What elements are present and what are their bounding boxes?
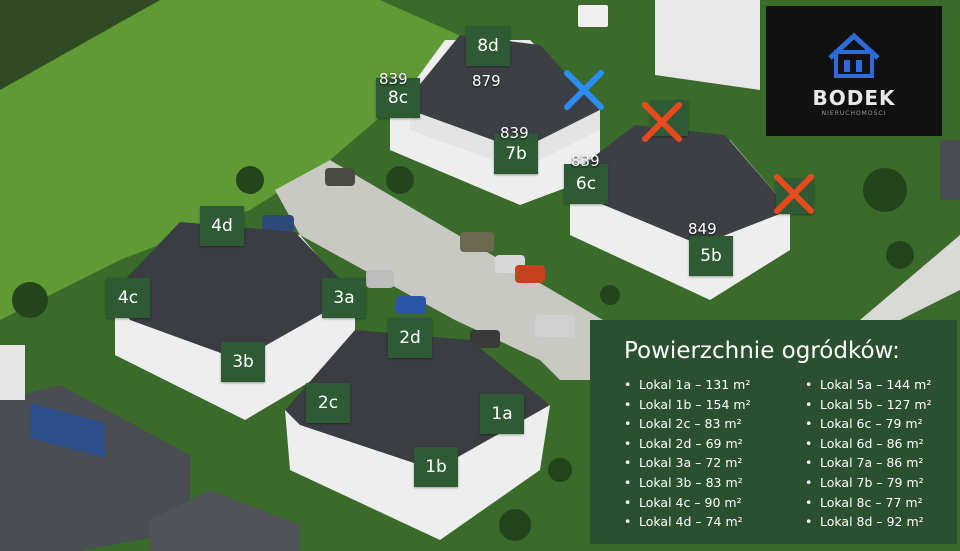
unit-label-8c[interactable]: 8c (376, 78, 420, 118)
building-2-1 (285, 330, 550, 540)
garden-area-panel: Powierzchnie ogródków: Lokal 1a – 131 m²… (590, 320, 957, 544)
list-item: Lokal 4c – 90 m² (624, 493, 751, 513)
price-5b: 849 (688, 220, 717, 238)
list-item: Lokal 8d – 92 m² (805, 512, 932, 532)
price-6c: 839 (571, 152, 600, 170)
list-item: Lokal 4d – 74 m² (624, 512, 751, 532)
brand-name: BODEK (812, 86, 896, 110)
garden-list-right: Lokal 5a – 144 m² Lokal 5b – 127 m² Loka… (805, 375, 932, 532)
list-item: Lokal 8c – 77 m² (805, 493, 932, 513)
unit-label-5b[interactable]: 5b (689, 236, 733, 276)
price-8d: 879 (472, 72, 501, 90)
unit-label-2d[interactable]: 2d (388, 318, 432, 358)
parked-cars (262, 5, 608, 348)
list-item: Lokal 1a – 131 m² (624, 375, 751, 395)
list-item: Lokal 3b – 83 m² (624, 473, 751, 493)
price-8c: 839 (379, 70, 408, 88)
garden-list-left: Lokal 1a – 131 m² Lokal 1b – 154 m² Loka… (624, 375, 751, 532)
building-6-5 (570, 125, 790, 300)
unit-label-2c[interactable]: 2c (306, 383, 350, 423)
unit-label-3a[interactable]: 3a (322, 278, 366, 318)
unit-label-7b[interactable]: 7b (494, 134, 538, 174)
list-item: Lokal 2c – 83 m² (624, 414, 751, 434)
list-item: Lokal 5a – 144 m² (805, 375, 932, 395)
parking-road (275, 160, 620, 380)
brand-tagline: NIERUCHOMOŚCI (821, 110, 887, 117)
list-item: Lokal 2d – 69 m² (624, 434, 751, 454)
list-item: Lokal 1b – 154 m² (624, 395, 751, 415)
tree-cluster (12, 166, 914, 541)
meadow-edge (0, 0, 160, 90)
building-4-3 (115, 222, 355, 420)
house-logo-icon (828, 32, 880, 78)
unit-label-6c[interactable]: 6c (564, 164, 608, 204)
side-path (860, 235, 960, 320)
panel-title: Powierzchnie ogródków: (624, 338, 900, 364)
meadow (0, 0, 470, 320)
list-item: Lokal 6c – 79 m² (805, 414, 932, 434)
list-item: Lokal 6d – 86 m² (805, 434, 932, 454)
unit-label-1a[interactable]: 1a (480, 394, 524, 434)
price-7b: 839 (500, 124, 529, 142)
brand-logo: BODEK NIERUCHOMOŚCI (766, 6, 942, 136)
list-item: Lokal 7b – 79 m² (805, 473, 932, 493)
unit-label-1b[interactable]: 1b (414, 447, 458, 487)
unit-label-8d[interactable]: 8d (466, 26, 510, 66)
unit-label-4c[interactable]: 4c (106, 278, 150, 318)
unit-label-3b[interactable]: 3b (221, 342, 265, 382)
list-item: Lokal 3a – 72 m² (624, 453, 751, 473)
unit-label-4d[interactable]: 4d (200, 206, 244, 246)
cross-icon (562, 68, 606, 112)
list-item: Lokal 7a – 86 m² (805, 453, 932, 473)
cross-icon (640, 100, 684, 144)
list-item: Lokal 5b – 127 m² (805, 395, 932, 415)
cross-icon (772, 172, 816, 216)
